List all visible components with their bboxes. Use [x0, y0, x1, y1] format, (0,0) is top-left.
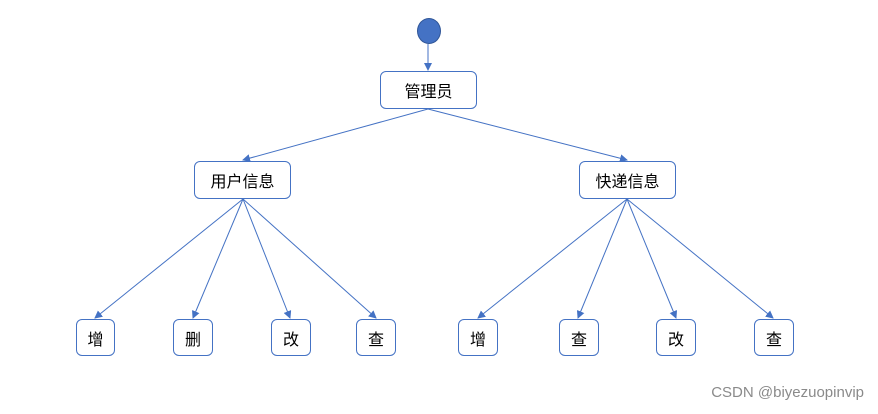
- connector-root-to-user-info: [242, 108, 429, 162]
- branch-node-label: 用户信息: [210, 172, 275, 191]
- leaf-node: 删: [173, 319, 213, 356]
- leaf-node: 改: [656, 319, 696, 356]
- branch-node-user-info: 用户信息: [194, 161, 291, 199]
- leaf-node: 查: [559, 319, 599, 356]
- root-node: 管理员: [380, 71, 477, 109]
- connector-user-info-to-leaf-4: [242, 198, 377, 319]
- leaf-node-label: 查: [570, 329, 587, 349]
- leaf-node: 改: [271, 319, 311, 356]
- watermark-text: CSDN @biyezuopinvip: [711, 384, 864, 401]
- connector-express-info-to-leaf-1: [477, 198, 628, 319]
- start-node: [417, 18, 441, 44]
- leaf-node: 增: [458, 319, 498, 356]
- connector-root-to-express-info: [427, 108, 628, 163]
- root-node-label: 管理员: [404, 82, 453, 101]
- leaf-node-label: 查: [367, 329, 384, 349]
- connector-express-info-to-leaf-2: [576, 198, 628, 319]
- leaf-node-label: 查: [765, 329, 782, 349]
- leaf-node: 查: [356, 319, 396, 356]
- connector-express-info-to-leaf-4: [626, 198, 774, 319]
- connector-express-info-to-leaf-3: [626, 198, 678, 319]
- leaf-node-label: 改: [667, 329, 684, 349]
- branch-node-express-info: 快递信息: [579, 161, 676, 199]
- leaf-node-label: 改: [282, 329, 299, 349]
- leaf-node-label: 增: [469, 329, 486, 349]
- leaf-node: 查: [754, 319, 794, 356]
- connector-user-info-to-leaf-3: [242, 198, 292, 319]
- leaf-node-label: 增: [87, 329, 104, 349]
- connector-user-info-to-leaf-2: [192, 198, 244, 319]
- leaf-node: 增: [76, 319, 115, 356]
- connector-user-info-to-leaf-1: [94, 198, 244, 319]
- branch-node-label: 快递信息: [595, 172, 660, 191]
- leaf-node-label: 删: [184, 329, 201, 349]
